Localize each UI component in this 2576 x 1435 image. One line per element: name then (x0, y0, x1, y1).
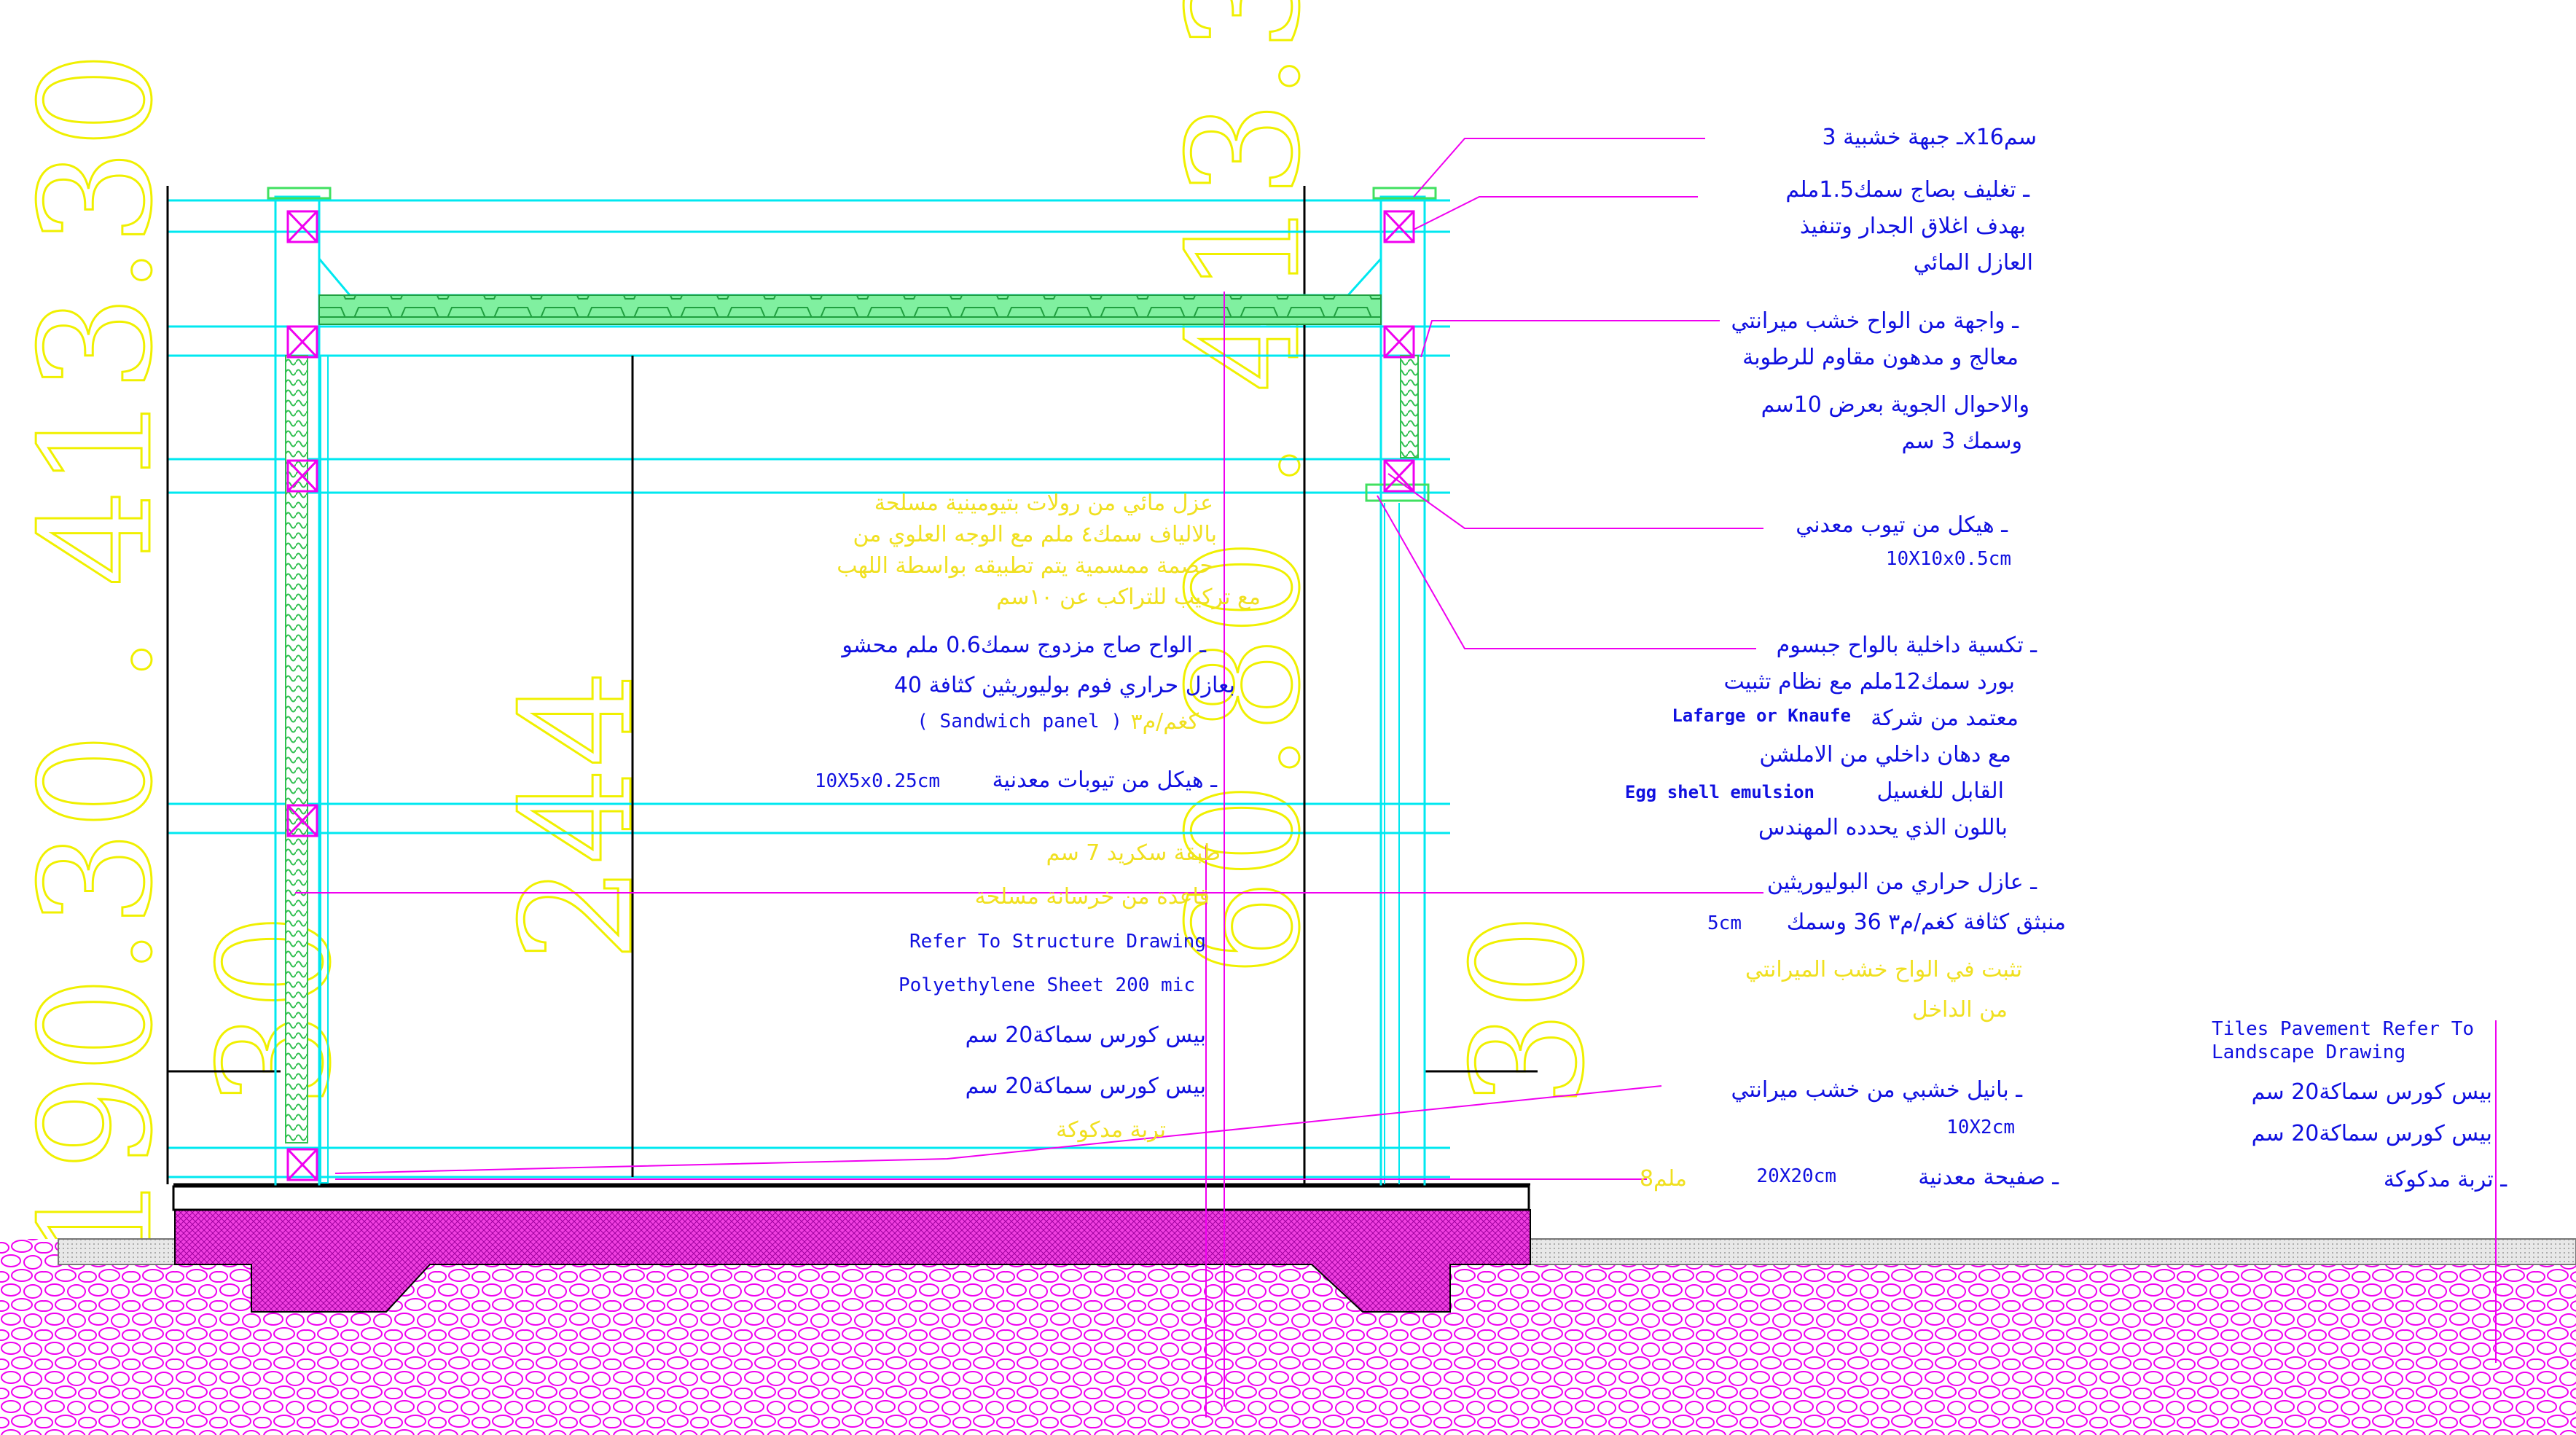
label-structure-ref: Refer To Structure Drawing (909, 931, 1206, 953)
label-sandwich-4: ( Sandwich panel ) (917, 711, 1122, 732)
label-gypsum-5-en: Egg shell emulsion (1625, 782, 1814, 802)
label-metal-plate-size: 20X20cm (1756, 1165, 1836, 1187)
label-insulation-2: منبثق كثافة كغم/م٣ 36 وسمك (1787, 910, 2066, 935)
label-waterproofing-4: مع تركيب للتراكب عن ١٠سم (996, 584, 1261, 610)
label-pavement-soil: ـ تربة مدكوكة (2384, 1167, 2508, 1192)
label-tube-frame-size: 10X5x0.25cm (815, 770, 940, 792)
label-facade-1: ـ واجهة من الواح خشب ميرانتي (1731, 308, 2019, 334)
label-metal-cladding-2: بهدف اغلاق الجدار وتنفيذ (1800, 214, 2026, 239)
label-metal-plate-thickness: 8ملم (1640, 1166, 1687, 1192)
label-polyethylene: Polyethylene Sheet 200 mic (899, 974, 1195, 996)
label-gypsum-6: باللون الذي يحدده المهندس (1758, 815, 2008, 840)
label-facade-2: معالج و مدهون مقاوم للرطوبة (1742, 345, 2019, 370)
label-gypsum-5: القابل للغسيل (1877, 778, 2004, 804)
label-wood-front: ـ جبهة خشبية 3x16سم (1822, 125, 2037, 150)
label-steel-frame: ـ هيكل من تيوب معدني (1796, 512, 2008, 538)
label-insulation-3: تثبت في الواح خشب الميرانتي (1745, 957, 2022, 982)
label-tiles-1: Tiles Pavement Refer To (2212, 1018, 2474, 1040)
right-annotations: ـ جبهة خشبية 3x16سم ـ تغليف بصاج سمك1.5م… (1625, 125, 2066, 1192)
dimension-texts: 190.30 . 413.30 60.80 . 413.30 244 30 30 (7, 0, 1619, 1270)
label-metal-cladding-3: العازل المائي (1914, 250, 2033, 275)
leader-lines (295, 138, 2497, 1418)
label-screed: طبقة سكريد 7 سم (1046, 840, 1221, 866)
label-insulation-4: من الداخل (1912, 997, 2008, 1023)
pavement-annotations: Tiles Pavement Refer To Landscape Drawin… (2212, 1018, 2508, 1192)
label-insulation-2-en: 5cm (1707, 912, 1742, 934)
label-sandwich-3: كغم/م٣ (1130, 709, 1199, 735)
label-sandwich-1: ـ الواح صاج مزدوج سمك0.6 ملم محشو (840, 633, 1207, 658)
bottom-right-dimension: 30 (1439, 913, 1618, 1108)
label-steel-frame-size: 10X10x0.5cm (1886, 548, 2011, 570)
label-pavement-base-1: بيس كورس سماكة20 سم (2252, 1079, 2492, 1105)
center-annotations: عزل مائي من رولات بتيومينية مسلحة بالالي… (815, 490, 1261, 1143)
label-insulation-1: ـ عازل حراري من البوليوريثين (1767, 869, 2037, 895)
cyan-guide-lines (168, 199, 1450, 1178)
label-gypsum-3-en: Lafarge or Knaufe (1672, 705, 1851, 726)
top-right-vertical-dimension: 60.80 . 413.30 (1155, 0, 1334, 977)
right-wall (1365, 187, 1437, 1189)
label-tiles-2: Landscape Drawing (2212, 1041, 2405, 1063)
label-metal-cladding-1: ـ تغليف بصاج سمك1.5ملم (1785, 177, 2030, 203)
label-rc-base: قاعدة من خرسانة مسلحة (975, 884, 1210, 910)
label-waterproofing-2: بالالياف سمك٤ ملم مع الوجه العلوي من (853, 522, 1217, 547)
left-vertical-dimension: 190.30 . 413.30 (7, 51, 186, 1268)
label-gypsum-3: معتمد من شركة (1871, 705, 2019, 731)
foundation (0, 1185, 2576, 1435)
label-metal-plate: ـ صفيحة معدنية (1918, 1165, 2059, 1190)
label-compacted-soil: تربة مدكوكة (1056, 1117, 1166, 1143)
label-gypsum-4: مع دهان داخلي من الاملشن (1759, 742, 2011, 767)
label-base-course-1: بيس كورس سماكة20 سم (966, 1023, 1206, 1048)
label-waterproofing-3: حصمة ممسمية يتم تطبيقه بواسطة اللهب (837, 553, 1213, 579)
center-dimension: 244 (488, 670, 667, 962)
roof-assembly (318, 257, 1382, 325)
label-wood-panel: ـ بانيل خشبي من خشب ميرانتي (1731, 1077, 2023, 1103)
label-sandwich-2: بعازل حراري فوم بوليوريثين كثافة 40 (894, 673, 1235, 698)
label-base-course-2: بيس كورس سماكة20 سم (966, 1074, 1206, 1099)
label-wood-panel-size: 10X2cm (1946, 1117, 2015, 1138)
label-facade-3: والاحوال الجوية بعرض 10سم (1761, 392, 2029, 418)
label-facade-4: وسمك 3 سم (1901, 429, 2022, 454)
label-gypsum-2: بورد سمك12ملم مع نظام تثبيت (1724, 669, 2015, 695)
label-pavement-base-2: بيس كورس سماكة20 سم (2252, 1121, 2492, 1146)
label-tube-frame: ـ هيكل من تيوبات معدنية (993, 767, 1218, 793)
label-waterproofing-1: عزل مائي من رولات بتيومينية مسلحة (874, 490, 1213, 516)
label-gypsum-1: ـ تكسية داخلية بالواح جبسوم (1777, 633, 2038, 658)
black-dimension-lines (166, 186, 1538, 1186)
